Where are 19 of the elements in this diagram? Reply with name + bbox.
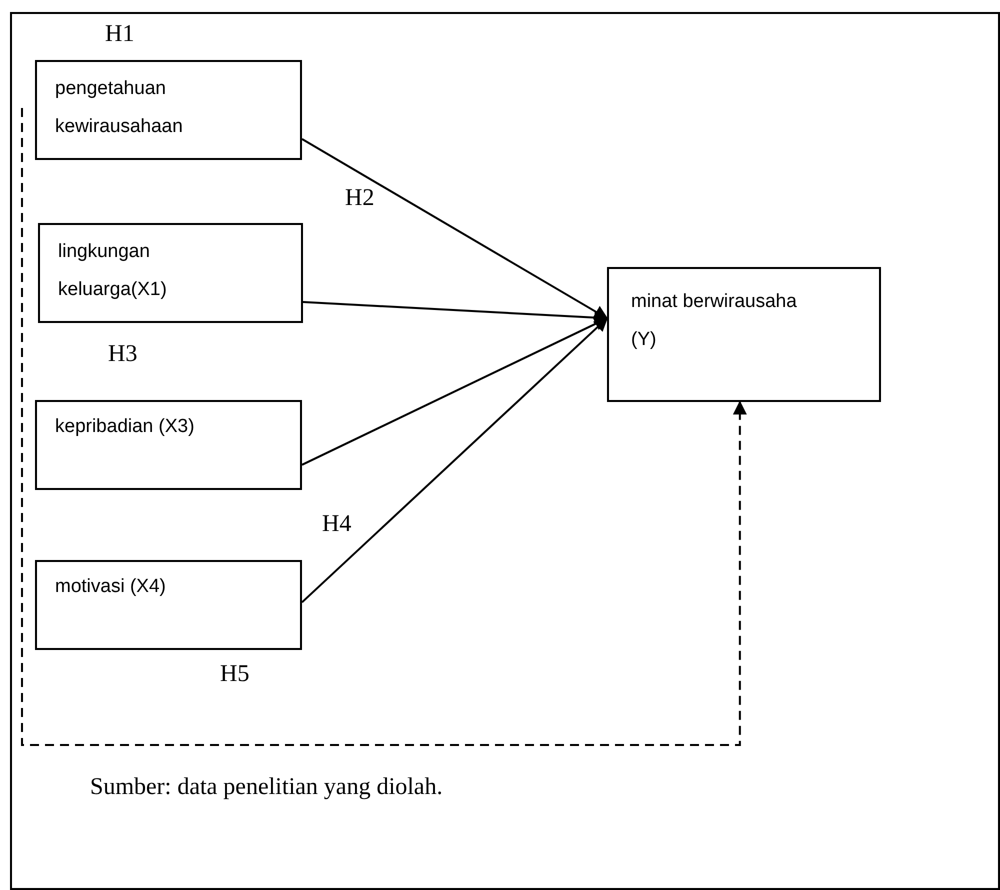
source-caption: Sumber: data penelitian yang diolah. — [90, 774, 443, 801]
variable-name: pengetahuan kewirausahaan — [55, 77, 184, 139]
variable-name: motivasi (X4) — [55, 575, 167, 599]
hypothesis-label: H4 — [322, 512, 352, 536]
hypothesis-label: H2 — [345, 186, 374, 210]
variable-box — [35, 560, 302, 650]
variable-name: minat berwirausaha (Y) — [631, 290, 798, 352]
hypothesis-label: H3 — [108, 342, 138, 366]
variable-box — [607, 267, 881, 402]
hypothesis-label: H1 — [105, 22, 134, 46]
variable-box — [35, 400, 302, 490]
variable-name: kepribadian (X3) — [55, 415, 196, 439]
variable-name: lingkungan keluarga(X1) — [58, 240, 168, 302]
arrow — [301, 317, 608, 604]
arrow — [302, 138, 608, 320]
hypothesis-label: H5 — [220, 662, 250, 686]
dashed-arrow — [21, 108, 747, 746]
variable-box — [35, 60, 302, 160]
variable-box — [38, 223, 303, 323]
